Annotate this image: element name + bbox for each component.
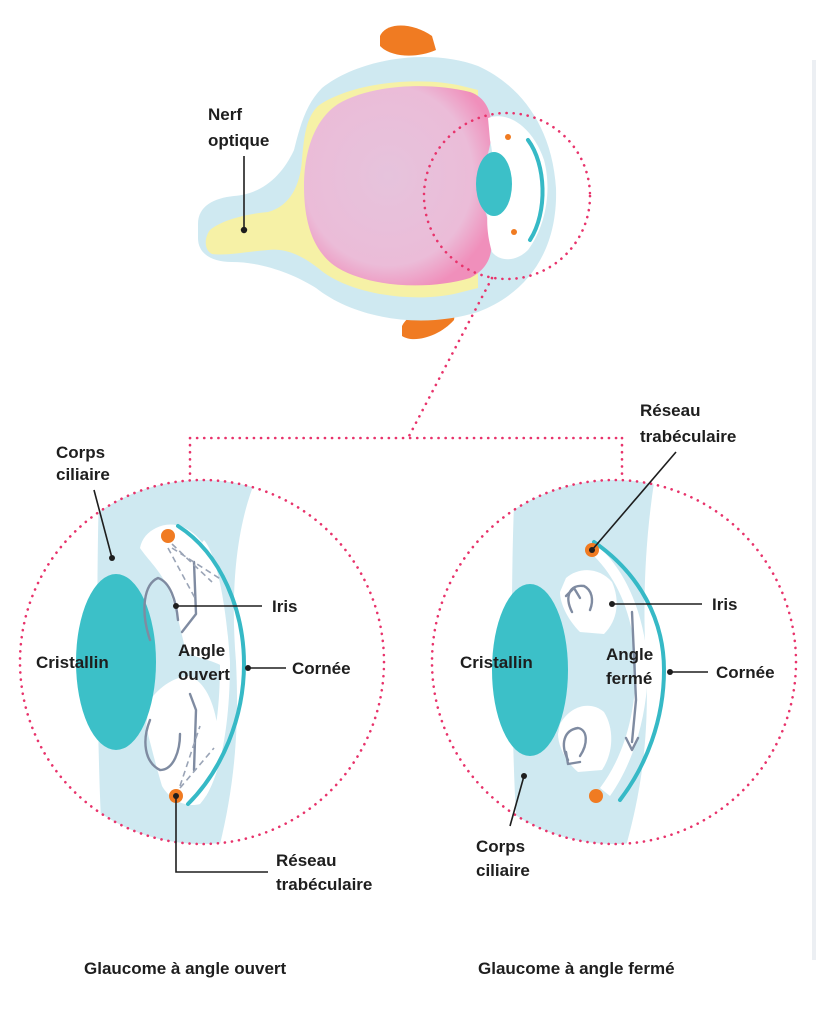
optic-nerve-line1: Nerf <box>208 105 242 124</box>
open-angle-caption: Glaucome à angle ouvert <box>84 959 287 978</box>
open-cornea-label: Cornée <box>292 659 351 678</box>
closed-iris-dot <box>609 601 615 607</box>
open-ciliary-leader <box>93 489 113 559</box>
edge-bar <box>812 60 816 960</box>
zoom-circle <box>422 111 592 281</box>
open-lens <box>76 574 156 750</box>
trabecular-small-bottom <box>511 229 517 235</box>
open-flow-dash-top <box>167 543 223 601</box>
open-angle-detail <box>18 478 386 846</box>
closed-trabecular-line1: Réseau <box>640 401 700 420</box>
open-posterior-bottom <box>146 676 220 806</box>
closed-cornea-dot <box>667 669 673 675</box>
closed-ciliary-leader <box>509 775 525 827</box>
open-trabecular-top <box>161 529 175 543</box>
closed-angle-detail <box>430 478 798 846</box>
closed-angle-caption: Glaucome à angle fermé <box>478 959 675 978</box>
label-optic-nerve: Nerf optique <box>208 105 269 234</box>
open-flow-top-up <box>180 560 198 634</box>
closed-trabecular-dot <box>589 547 595 553</box>
closed-ciliary-line1: Corps <box>476 837 525 856</box>
open-flow-dash-bottom <box>179 725 215 789</box>
optic-nerve-dot <box>240 226 248 234</box>
closed-cornea <box>592 540 667 802</box>
closed-cornea-label: Cornée <box>716 663 775 682</box>
closed-trabecular-bottom <box>589 789 603 803</box>
open-cornea <box>176 524 247 806</box>
optic-nerve-line2: optique <box>208 131 269 150</box>
closed-flow-bottom-head <box>564 750 582 766</box>
open-trabecular-line1: Réseau <box>276 851 336 870</box>
closed-ciliary-dot <box>521 773 527 779</box>
open-trabecular-line2: trabéculaire <box>276 875 372 894</box>
open-ciliary-dot <box>109 555 115 561</box>
closed-angle-line1: Angle <box>606 645 653 664</box>
closed-flow-bottom <box>562 726 587 762</box>
open-ciliary-line2: ciliaire <box>56 465 110 484</box>
open-flow-bottom-down <box>188 692 198 772</box>
closed-angle-line2: fermé <box>606 669 652 688</box>
open-iris-dot <box>173 603 179 609</box>
open-posterior-top <box>140 524 224 666</box>
closed-flow-top <box>567 584 594 614</box>
closed-flow-side <box>630 610 638 744</box>
closed-ciliary-line2: ciliaire <box>476 861 530 880</box>
open-cornea-dot <box>245 665 251 671</box>
closed-flow-side-head <box>624 736 640 752</box>
open-flow-top <box>143 576 180 642</box>
closed-iris-label: Iris <box>712 595 738 614</box>
closed-anterior <box>594 548 648 796</box>
muscle-top <box>380 25 436 56</box>
open-anterior <box>196 540 230 796</box>
cornea-small <box>526 138 545 242</box>
closed-lens <box>492 584 568 756</box>
vitreous <box>304 86 492 286</box>
eye-cross-section <box>198 25 592 340</box>
trabecular-small-top <box>505 134 511 140</box>
closed-flow-top-head <box>564 586 582 600</box>
closed-angle-circle <box>430 478 798 846</box>
open-angle-line2: ouvert <box>178 665 230 684</box>
open-ciliary-line1: Corps <box>56 443 105 462</box>
open-trabecular-dot <box>173 793 179 799</box>
closed-trabecular-leader <box>591 451 677 551</box>
open-trabecular-leader <box>175 796 268 873</box>
closed-trabecular-line2: trabéculaire <box>640 427 736 446</box>
open-flow-bottom <box>144 718 182 772</box>
open-lens-label: Cristallin <box>36 653 109 672</box>
closed-lens-label: Cristallin <box>460 653 533 672</box>
open-iris-label: Iris <box>272 597 298 616</box>
lens-small <box>476 152 512 216</box>
open-angle-line1: Angle <box>178 641 225 660</box>
open-angle-circle <box>18 478 386 846</box>
anterior-chamber <box>487 116 548 260</box>
